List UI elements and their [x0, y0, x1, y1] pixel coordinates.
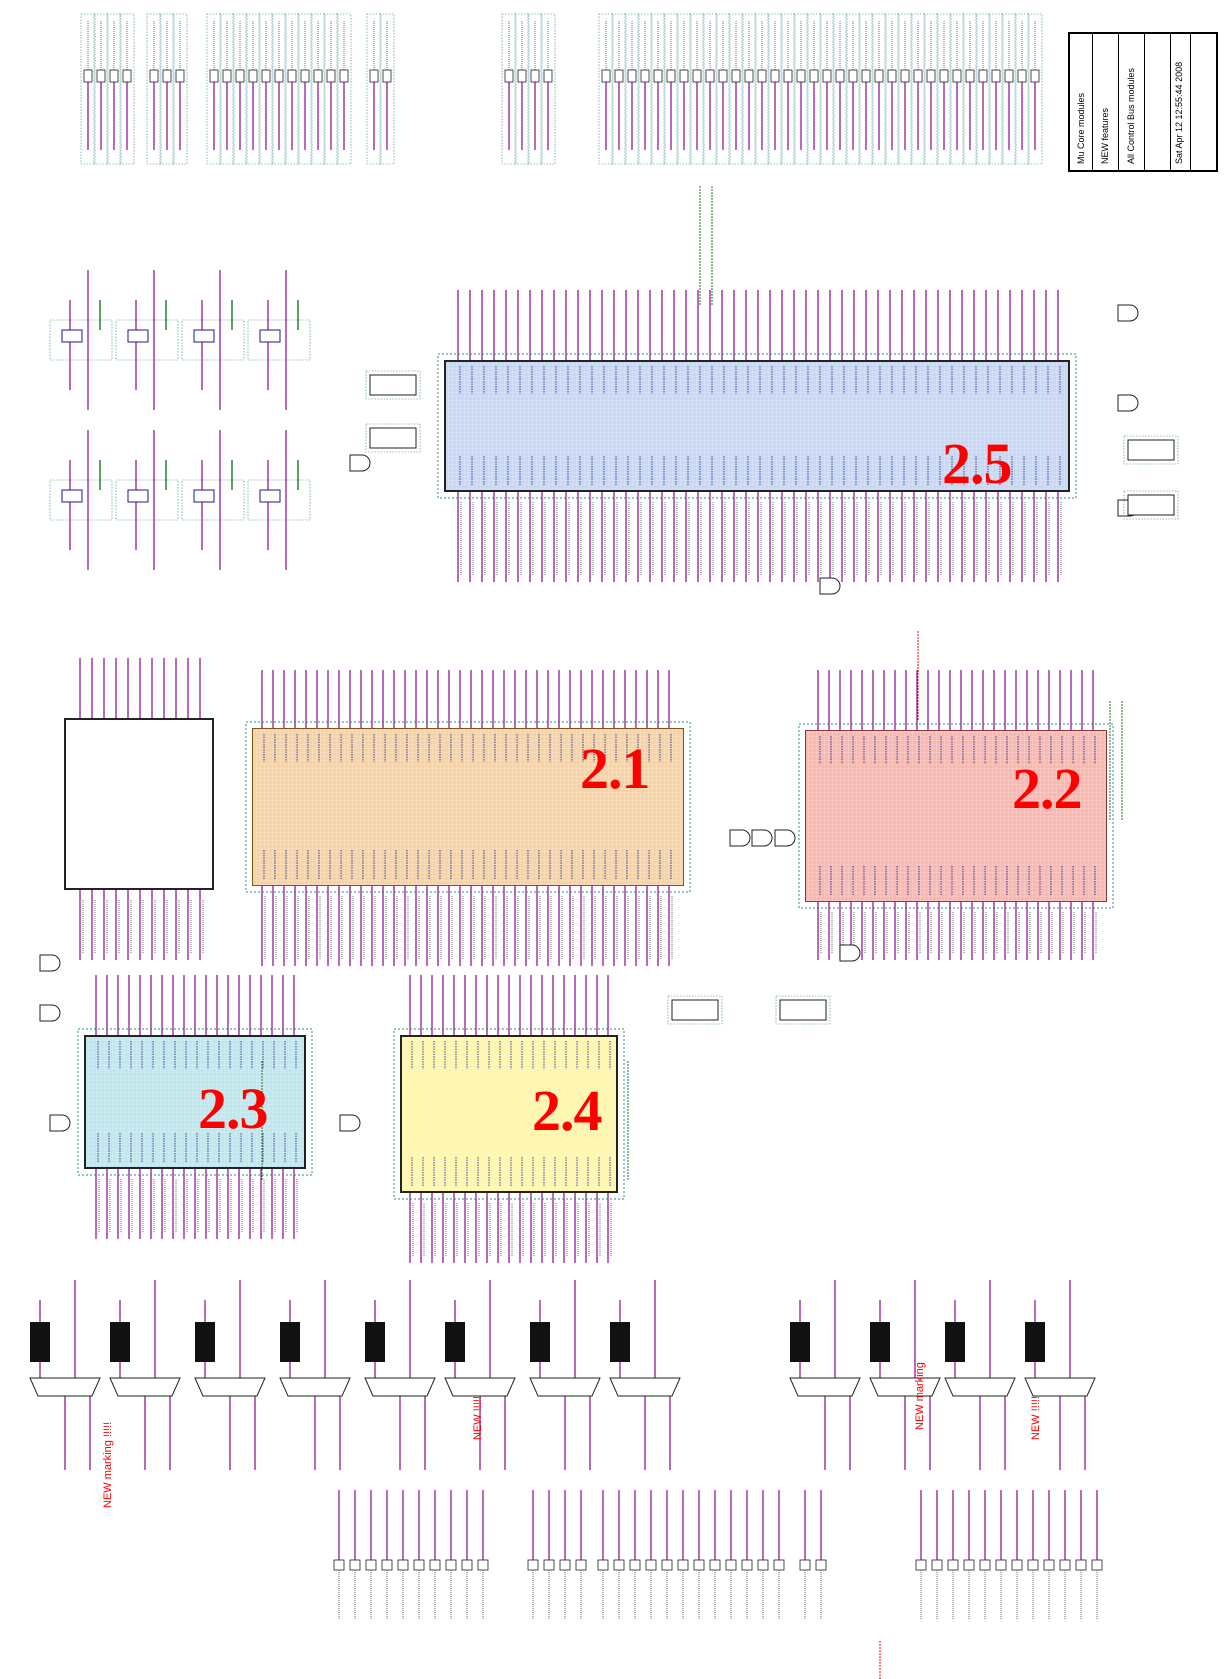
note-new-marking-2: NEW marking	[914, 1362, 926, 1430]
block-label-2-1: 2.1	[580, 736, 650, 801]
block-label-2-5: 2.5	[942, 431, 1012, 496]
title-line-1: Mu Core modules	[1076, 92, 1086, 164]
block-label-2-3: 2.3	[198, 1076, 268, 1141]
title-line-4: Sat Apr 12 12:55:44 2008	[1174, 61, 1184, 164]
block-label-2-4: 2.4	[532, 1078, 602, 1143]
block-label-2-2: 2.2	[1012, 756, 1082, 821]
block-2-4[interactable]	[400, 1035, 618, 1193]
note-new-2: NEW !!!!!	[1030, 1396, 1042, 1440]
note-new-1: NEW !!!!!	[472, 1396, 484, 1440]
block-2-2[interactable]	[805, 730, 1107, 902]
title-line-3: All Control Bus modules	[1126, 67, 1136, 164]
title-line-2: NEW features	[1100, 107, 1110, 164]
note-new-marking-1: NEW marking !!!!!	[102, 1421, 114, 1508]
title-block: Mu Core modules NEW features All Control…	[1068, 32, 1218, 172]
register-block[interactable]	[64, 718, 214, 890]
block-2-1[interactable]	[252, 728, 684, 886]
block-2-3[interactable]	[84, 1035, 306, 1169]
block-2-5[interactable]	[444, 360, 1070, 492]
